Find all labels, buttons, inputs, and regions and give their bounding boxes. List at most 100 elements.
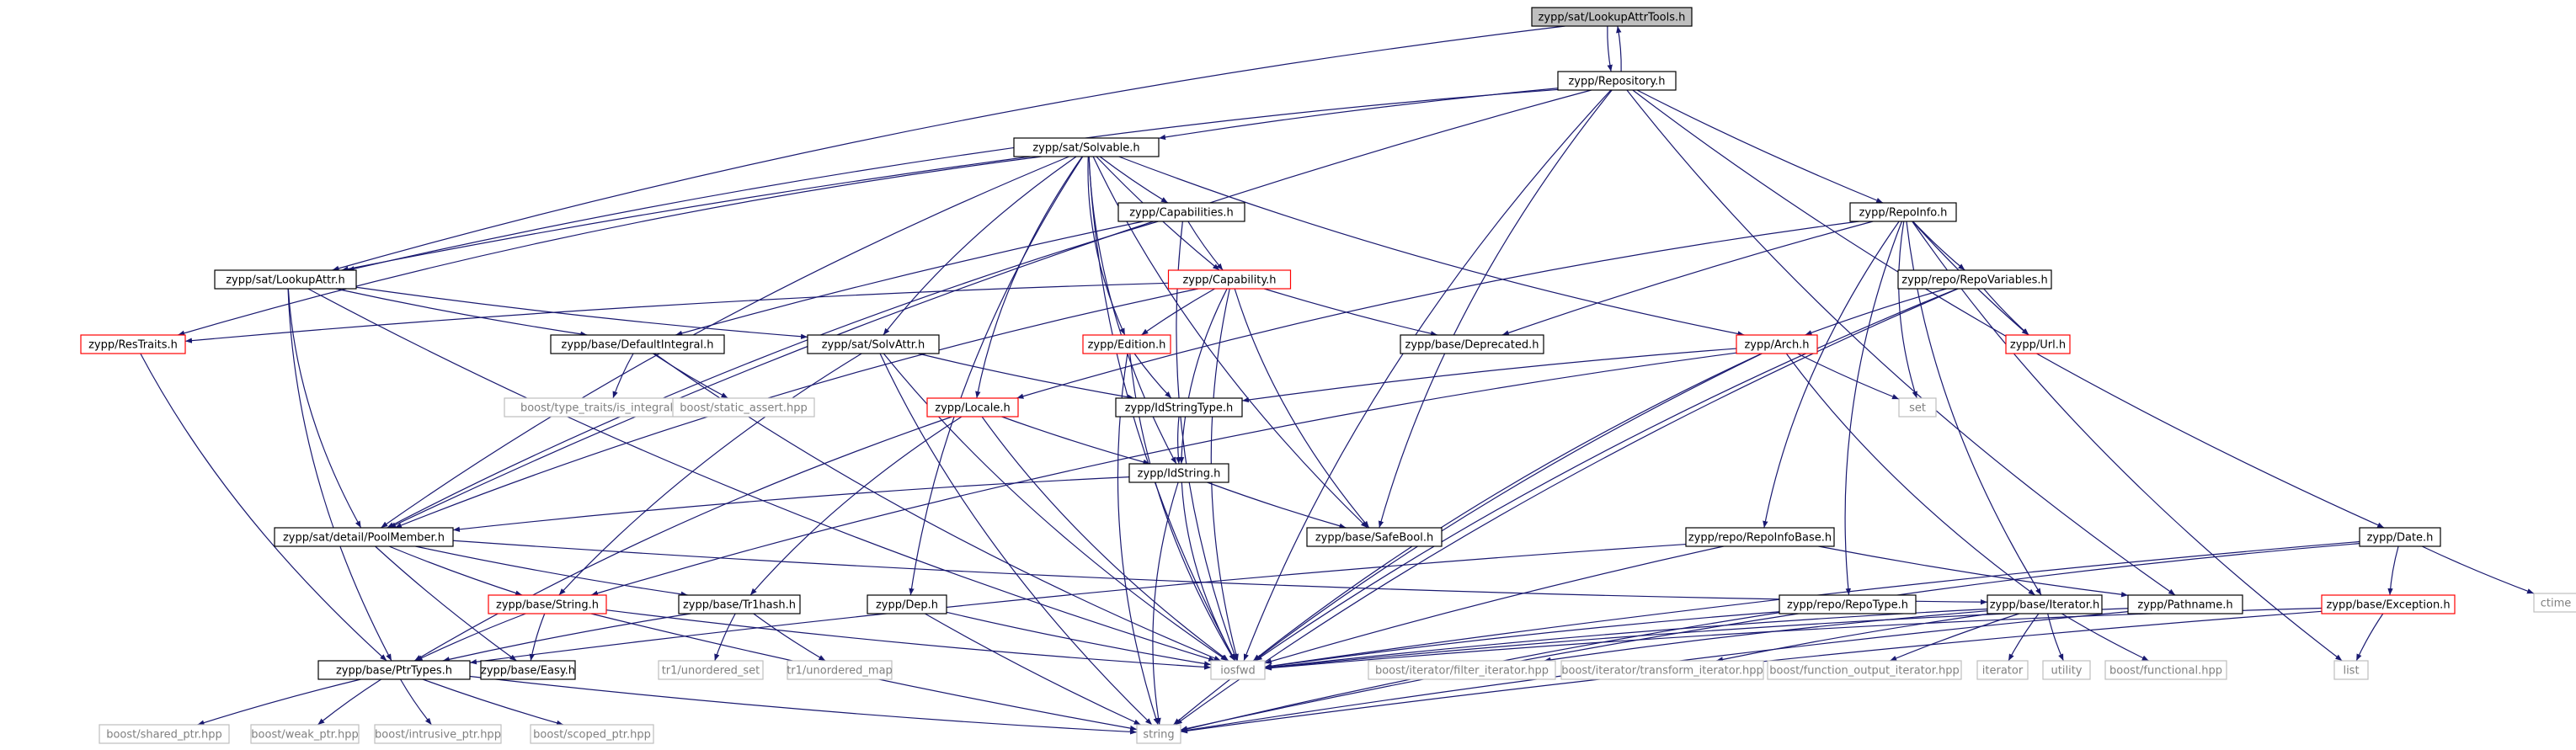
node-dep[interactable]: zypp/Dep.h xyxy=(867,594,947,614)
node-restraits[interactable]: zypp/ResTraits.h xyxy=(80,334,186,354)
edge-solvable-to-restraits xyxy=(178,156,1042,336)
node-capability[interactable]: zypp/Capability.h xyxy=(1167,269,1292,290)
node-label-dep: zypp/Dep.h xyxy=(876,599,938,612)
node-deprecated[interactable]: zypp/base/Deprecated.h xyxy=(1400,334,1544,354)
node-label-pathname: zypp/Pathname.h xyxy=(2137,599,2232,612)
edge-poolmember-to-iterator_h xyxy=(452,540,1988,605)
node-easy[interactable]: zypp/base/Easy.h xyxy=(480,660,576,680)
node-poolmember[interactable]: zypp/sat/detail/PoolMember.h xyxy=(274,527,454,547)
edge-string_h-to-ptrtypes xyxy=(415,613,526,662)
node-lookupattrtools[interactable]: zypp/sat/LookupAttrTools.h xyxy=(1531,7,1693,27)
node-ptrtypes[interactable]: zypp/base/PtrTypes.h xyxy=(317,660,471,680)
node-box-idstringtype xyxy=(1115,397,1243,418)
node-locale[interactable]: zypp/Locale.h xyxy=(926,397,1019,418)
node-unordered_set: tr1/unordered_set xyxy=(658,660,764,680)
node-intrusive_ptr: boost/intrusive_ptr.hpp xyxy=(374,724,502,744)
node-functional: boost/functional.hpp xyxy=(2104,660,2227,680)
edge-arch-to-set xyxy=(1797,353,1900,400)
node-idstringtype[interactable]: zypp/IdStringType.h xyxy=(1115,397,1243,418)
node-filter_iterator: boost/iterator/filter_iterator.hpp xyxy=(1368,660,1556,680)
edge-capabilities-to-capability xyxy=(1187,221,1224,271)
node-repotype[interactable]: zypp/repo/RepoType.h xyxy=(1779,594,1917,614)
node-box-capabilities xyxy=(1117,202,1245,222)
edge-repoinfobase-to-ptrtypes xyxy=(469,543,1687,665)
edge-solvattr-to-string_h xyxy=(558,353,862,596)
node-label-poolmember: zypp/sat/detail/PoolMember.h xyxy=(283,532,445,545)
node-date[interactable]: zypp/Date.h xyxy=(2359,527,2441,547)
edge-solvable-to-capabilities xyxy=(1099,156,1169,204)
edge-capabilities-to-defaultintegral xyxy=(675,221,1144,336)
edge-capability-to-idstring xyxy=(1178,288,1228,465)
node-box-shared_ptr xyxy=(99,724,230,744)
edge-date-to-exception xyxy=(2387,545,2399,596)
node-string_h[interactable]: zypp/base/String.h xyxy=(488,594,607,614)
edge-repository-to-date xyxy=(1632,89,2385,529)
node-box-lookupattrtools xyxy=(1531,7,1693,27)
edge-string_h-to-easy xyxy=(529,613,546,662)
node-idstring[interactable]: zypp/IdString.h xyxy=(1128,463,1229,483)
node-repoinfo[interactable]: zypp/RepoInfo.h xyxy=(1849,202,1957,222)
edge-repoinfo-to-set xyxy=(1898,221,1917,399)
node-defaultintegral[interactable]: zypp/base/DefaultIntegral.h xyxy=(550,334,725,354)
node-iosfwd: iosfwd xyxy=(1210,660,1266,680)
node-box-weak_ptr xyxy=(250,724,360,744)
node-tr1hash[interactable]: zypp/base/Tr1hash.h xyxy=(678,594,801,614)
node-box-function_output_iterator xyxy=(1767,660,1962,680)
node-capabilities[interactable]: zypp/Capabilities.h xyxy=(1117,202,1245,222)
node-label-lookupattrtools: zypp/sat/LookupAttrTools.h xyxy=(1539,12,1686,24)
edge-repository-to-lookupattr xyxy=(347,88,1559,272)
node-edition[interactable]: zypp/Edition.h xyxy=(1082,334,1171,354)
node-label-string_h: zypp/base/String.h xyxy=(496,599,599,612)
node-box-scoped_ptr xyxy=(530,724,654,744)
node-repovariables[interactable]: zypp/repo/RepoVariables.h xyxy=(1897,269,2052,290)
node-iterator_h[interactable]: zypp/base/Iterator.h xyxy=(1987,594,2103,614)
edge-tr1hash-to-ptrtypes xyxy=(442,613,691,662)
edge-locale-to-tr1hash xyxy=(749,416,963,596)
node-label-restraits: zypp/ResTraits.h xyxy=(88,339,178,352)
edge-repoinfobase-to-iosfwd xyxy=(1264,545,1724,664)
node-solvattr[interactable]: zypp/sat/SolvAttr.h xyxy=(807,334,940,354)
node-label-ctime: ctime xyxy=(2541,598,2572,610)
node-repoinfobase[interactable]: zypp/repo/RepoInfoBase.h xyxy=(1685,527,1835,547)
edge-lookupattrtools-to-lookupattr xyxy=(332,25,1565,271)
edge-arch-to-idstringtype xyxy=(1241,348,1737,403)
node-iterator: iterator xyxy=(1976,660,2029,680)
edge-solvattr-to-iosfwd xyxy=(883,353,1229,662)
edge-repoinfo-to-repovariables xyxy=(1912,221,1965,271)
node-solvable[interactable]: zypp/sat/Solvable.h xyxy=(1013,137,1160,157)
node-repository[interactable]: zypp/Repository.h xyxy=(1557,71,1677,91)
node-lookupattr[interactable]: zypp/sat/LookupAttr.h xyxy=(214,269,357,290)
node-label-capability: zypp/Capability.h xyxy=(1182,274,1276,287)
node-box-iterator_h xyxy=(1987,594,2103,614)
edge-edition-to-idstringtype xyxy=(1133,353,1172,399)
node-scoped_ptr: boost/scoped_ptr.hpp xyxy=(530,724,654,744)
edge-solvable-to-edition xyxy=(1087,156,1126,336)
edge-arch-to-iterator_h xyxy=(1785,353,2036,596)
node-label-repotype: zypp/repo/RepoType.h xyxy=(1787,599,1908,612)
edge-ptrtypes-to-scoped_ptr xyxy=(422,678,564,726)
edge-repovariables-to-arch xyxy=(1805,288,1947,336)
node-box-easy xyxy=(480,660,576,680)
edge-capability-to-safebool xyxy=(1234,288,1370,529)
edge-lookupattr-to-defaultintegral xyxy=(335,288,588,337)
node-label-lookupattr: zypp/sat/LookupAttr.h xyxy=(226,274,345,287)
node-box-static_assert xyxy=(672,397,815,418)
node-safebool[interactable]: zypp/base/SafeBool.h xyxy=(1306,527,1443,547)
node-label-string: string xyxy=(1143,729,1174,742)
node-url[interactable]: zypp/Url.h xyxy=(2005,334,2071,354)
node-unordered_map: tr1/unordered_map xyxy=(787,660,893,680)
node-arch[interactable]: zypp/Arch.h xyxy=(1736,334,1818,354)
edge-capability-to-poolmember xyxy=(394,288,1199,529)
node-pathname[interactable]: zypp/Pathname.h xyxy=(2127,594,2243,614)
edge-defaultintegral-to-is_integral xyxy=(612,353,634,399)
node-label-repoinfobase: zypp/repo/RepoInfoBase.h xyxy=(1688,532,1832,545)
node-label-idstring: zypp/IdString.h xyxy=(1138,468,1221,481)
node-layer: zypp/sat/LookupAttrTools.h zypp/Repositor… xyxy=(80,7,2576,744)
node-label-functional: boost/functional.hpp xyxy=(2109,665,2222,678)
node-box-idstring xyxy=(1128,463,1229,483)
edge-repository-to-lookupattrtools xyxy=(1616,25,1622,72)
node-label-repository: zypp/Repository.h xyxy=(1568,76,1665,88)
node-exception[interactable]: zypp/base/Exception.h xyxy=(2321,594,2456,614)
edge-tr1hash-to-unordered_set xyxy=(714,613,736,662)
